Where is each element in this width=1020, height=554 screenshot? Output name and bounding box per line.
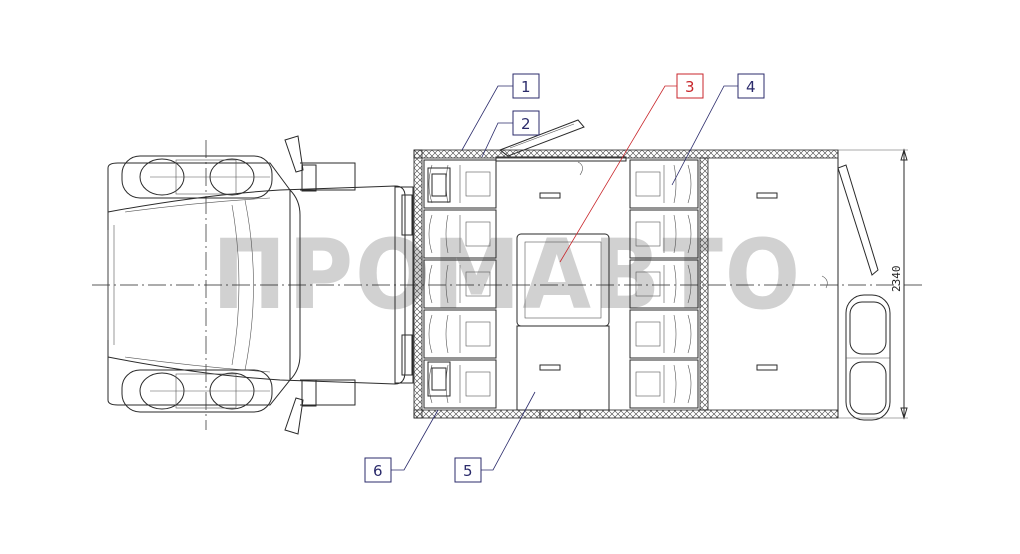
equipment-unit-top	[427, 167, 451, 203]
equipment-unit-bottom	[427, 361, 451, 397]
svg-text:3: 3	[685, 78, 695, 96]
svg-text:2: 2	[521, 115, 531, 133]
truck-cab	[107, 162, 414, 407]
callout-5: 5	[454, 457, 482, 483]
callout-4: 4	[737, 73, 765, 99]
seat-row-left	[423, 159, 497, 409]
seat-row-right	[629, 159, 699, 409]
svg-text:6: 6	[373, 462, 383, 480]
handles	[539, 192, 778, 371]
svg-text:4: 4	[746, 78, 756, 96]
front-wheel-top	[121, 155, 273, 199]
svg-text:1: 1	[521, 78, 531, 96]
mirror-top	[284, 135, 304, 173]
svg-text:5: 5	[463, 462, 473, 480]
mirror-bottom	[284, 397, 304, 435]
rear-wheels	[845, 294, 891, 421]
floor-panel	[516, 325, 610, 411]
callout-1: 1	[512, 73, 540, 99]
front-wheel-bottom	[121, 369, 273, 413]
callout-3: 3	[676, 73, 704, 99]
van-body	[413, 149, 839, 419]
dimension-label: 2340	[890, 266, 903, 293]
side-door	[498, 119, 585, 176]
callout-6: 6	[364, 457, 392, 483]
width-dimension: 2340	[838, 148, 908, 420]
rear-door	[821, 164, 879, 289]
callout-2: 2	[512, 110, 540, 136]
